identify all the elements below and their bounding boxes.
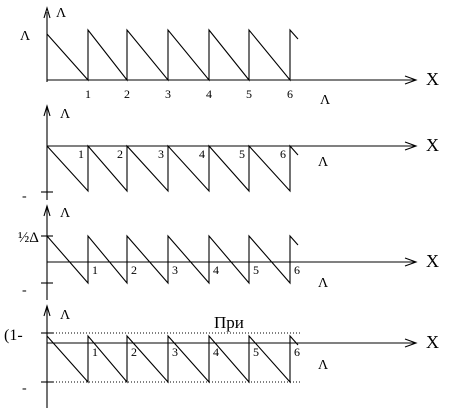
- panel-3-sawtooth: [46, 234, 299, 285]
- panel-4-tick-5: 5: [253, 345, 259, 359]
- panel-4-tick-4: 4: [213, 345, 219, 359]
- panel-1-right-label: Λ: [320, 93, 331, 108]
- panel-2-x-label: X: [426, 135, 439, 155]
- panel-2-sawtooth: [46, 144, 299, 193]
- panel-1-y-label: Λ: [56, 6, 67, 21]
- panel-4: Λ (1- - При X Λ 1 2 3 4 5 6: [4, 304, 439, 408]
- panel-3-x-arrow: [404, 257, 418, 267]
- panel-4-y-label: Λ: [60, 308, 71, 323]
- panel-4-left-label: (1-: [4, 327, 23, 344]
- panel-4-sawtooth: [46, 334, 299, 384]
- panel-3-tick-6: 6: [294, 263, 300, 277]
- panel-2-left-label: -: [22, 189, 27, 204]
- panel-1-sawtooth: [46, 28, 299, 82]
- panel-4-right-label: Λ: [318, 358, 329, 373]
- panel-4-tick-1: 1: [92, 345, 98, 359]
- panel-2-y-label: Λ: [60, 107, 71, 122]
- panel-1-tick-6: 6: [287, 87, 293, 101]
- panel-4-tick-2: 2: [131, 345, 137, 359]
- panel-1: Λ Λ X Λ 1 2 3 4 5 6: [20, 6, 439, 108]
- panel-3-y-arrow: [43, 204, 51, 217]
- panel-1-left-label: Λ: [20, 29, 31, 44]
- panel-3-y-label: Λ: [60, 206, 71, 221]
- panel-3-right-label: Λ: [318, 276, 329, 291]
- panel-3-tick-3: 3: [172, 263, 178, 277]
- panel-1-x-arrow: [404, 75, 418, 85]
- panel-1-x-label: X: [426, 69, 439, 89]
- panel-1-tick-2: 2: [124, 87, 130, 101]
- panel-1-tick-5: 5: [246, 87, 252, 101]
- panel-2-tick-4: 4: [199, 147, 205, 161]
- panel-4-left-label-2: -: [22, 381, 27, 396]
- panel-3-tick-1: 1: [92, 263, 98, 277]
- panel-4-caption: При: [214, 313, 244, 332]
- panel-2-right-label: Λ: [318, 155, 329, 170]
- panel-2-tick-3: 3: [158, 147, 164, 161]
- panel-4-y-arrow: [43, 304, 51, 317]
- panel-2-tick-1: 1: [78, 147, 84, 161]
- panel-3-tick-5: 5: [253, 263, 259, 277]
- panel-4-x-label: X: [426, 332, 439, 352]
- panel-2-tick-6: 6: [280, 147, 286, 161]
- panel-2-x-arrow: [404, 141, 418, 151]
- panel-1-y-arrow: [43, 6, 51, 19]
- panel-3-left-label-2: -: [22, 283, 27, 298]
- panel-3-x-label: X: [426, 251, 439, 271]
- panel-4-x-arrow: [404, 338, 418, 348]
- panel-3-tick-4: 4: [213, 263, 219, 277]
- panel-3: Λ ½Δ - X Λ 1 2 3 4 5 6: [18, 204, 439, 300]
- panel-2-y-arrow: [43, 104, 51, 117]
- panel-4-tick-3: 3: [172, 345, 178, 359]
- panel-1-tick-3: 3: [165, 87, 171, 101]
- panel-2-tick-2: 2: [117, 147, 123, 161]
- panel-1-tick-1: 1: [85, 87, 91, 101]
- panel-3-tick-2: 2: [131, 263, 137, 277]
- panel-3-left-label: ½Δ: [18, 230, 39, 246]
- panel-2: Λ - X Λ 1 2 3 4 5 6: [22, 104, 439, 204]
- panel-4-tick-6: 6: [294, 345, 300, 359]
- panel-2-tick-5: 5: [239, 147, 245, 161]
- panel-1-tick-4: 4: [206, 87, 212, 101]
